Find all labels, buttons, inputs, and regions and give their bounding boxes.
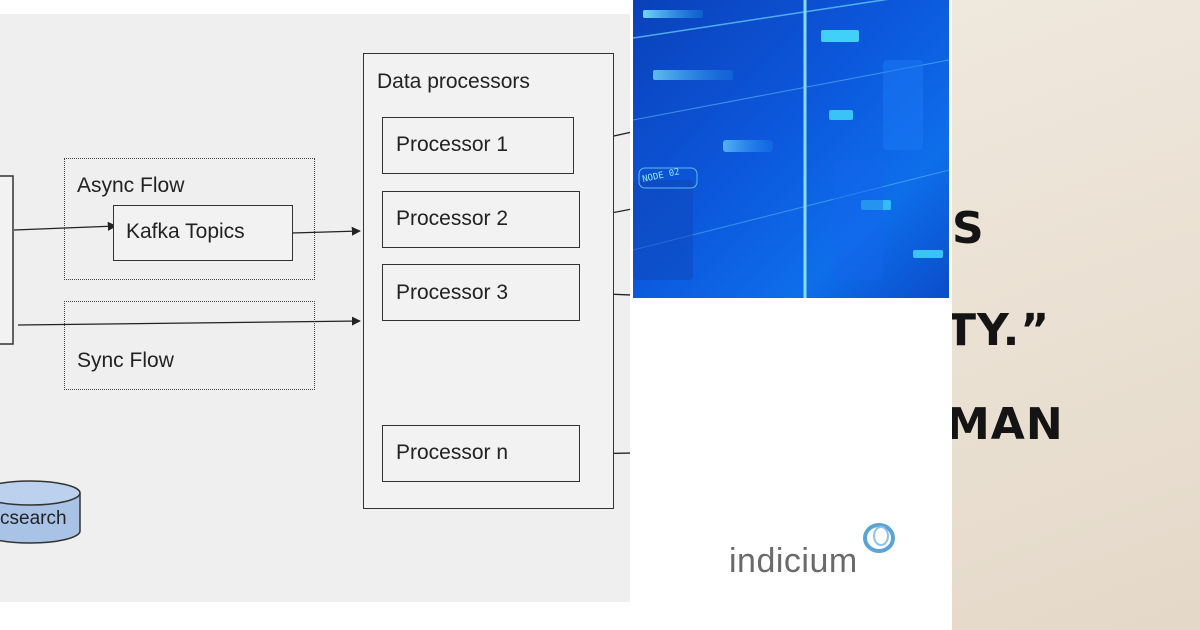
processor-n-label: Processor n — [396, 441, 509, 464]
kafka-topics-box — [113, 205, 293, 261]
processor-1-label: Processor 1 — [396, 133, 509, 156]
quote-poster: S TY.” MAN — [952, 0, 1200, 630]
datastore-label: csearch — [0, 508, 67, 529]
processor-3-label: Processor 3 — [396, 281, 509, 304]
quote-line-3: MAN — [952, 399, 1064, 450]
sync-flow-label: Sync Flow — [77, 349, 174, 372]
kafka-topics-label: Kafka Topics — [126, 220, 245, 243]
async-flow-group — [64, 158, 315, 280]
processor-2-label: Processor 2 — [396, 207, 509, 230]
indicium-logo-icon — [863, 523, 895, 553]
logo-panel: indicium — [630, 298, 952, 630]
processor-n-box — [382, 425, 580, 482]
source-box-edge — [0, 175, 14, 345]
async-flow-label: Async Flow — [77, 174, 185, 197]
processor-2-box — [382, 191, 580, 248]
server-network-image: NODE 02 — [633, 0, 949, 298]
arrow-to-kafka — [13, 221, 117, 231]
arrow-sync-to-processors — [17, 316, 361, 326]
architecture-diagram: csearch Async Flow Kafka Topics Sync Flo… — [0, 14, 630, 602]
processor-3-box — [382, 264, 580, 321]
datastore-cylinder — [0, 480, 81, 544]
processor-1-box — [382, 117, 574, 174]
quote-line-2: TY.” — [952, 305, 1051, 356]
quote-line-1: S — [952, 203, 985, 254]
indicium-wordmark: indicium — [729, 542, 858, 580]
data-processors-title: Data processors — [377, 70, 530, 93]
arrow-kafka-to-processors — [291, 226, 361, 236]
server-network-graphic: NODE 02 — [633, 0, 949, 298]
sync-flow-group — [64, 301, 315, 390]
